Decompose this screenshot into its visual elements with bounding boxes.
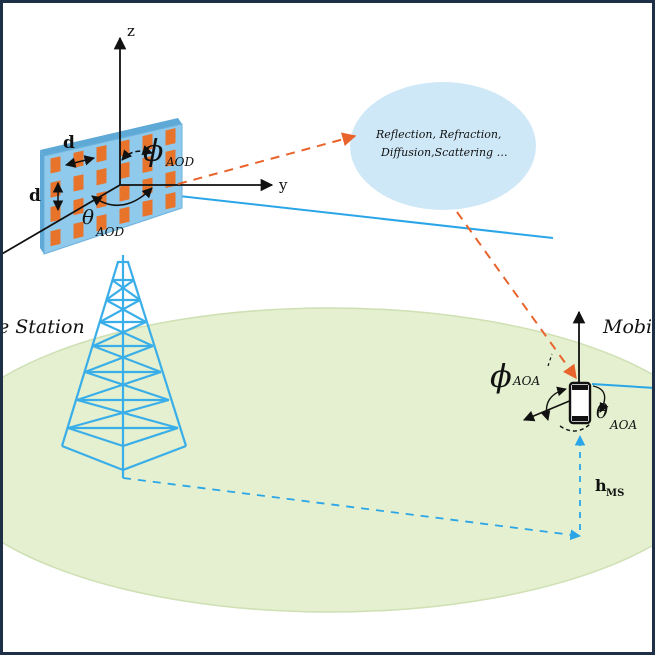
los-line-mobile — [591, 383, 655, 389]
antenna-element — [165, 192, 176, 210]
antenna-element — [96, 214, 107, 232]
theta-aod-subscript: AOD — [95, 225, 125, 239]
h-ms-label: h — [595, 476, 607, 495]
cloud-text-line1: Reflection, Refraction, — [375, 128, 501, 141]
phi-aoa-subscript: AOA — [512, 374, 541, 388]
antenna-element — [119, 206, 130, 225]
mobile-station-label: Mobi — [602, 316, 652, 338]
antenna-element — [73, 150, 84, 168]
theta-aod-label: θ — [82, 205, 94, 229]
antenna-element — [96, 145, 107, 163]
theta-aoa-label: θ — [596, 399, 608, 423]
los-line-upper — [169, 194, 554, 239]
signal-path-departure — [177, 132, 357, 185]
y-axis-label: y — [278, 176, 288, 194]
theta-aoa-subscript: AOA — [609, 418, 638, 432]
mobile-station — [522, 310, 609, 432]
antenna-element — [119, 161, 130, 180]
spacing-label-h: d — [63, 133, 75, 153]
antenna-element — [165, 149, 176, 167]
theta-aod-arc — [91, 187, 153, 207]
antenna-element — [50, 228, 61, 247]
antenna-element — [165, 128, 176, 146]
z-axis-label: z — [127, 22, 135, 40]
cloud-text-line2: Diffusion,Scattering … — [380, 146, 508, 159]
antenna-element — [73, 174, 84, 192]
antenna-element — [50, 180, 61, 198]
signal-path-arrival — [456, 211, 577, 380]
base-station-label: e Station — [0, 316, 85, 338]
antenna-element — [165, 170, 176, 189]
spacing-label-v: d — [29, 186, 41, 206]
ground-projection-path — [122, 477, 582, 541]
base-station-tower — [60, 255, 188, 478]
antenna-element — [50, 204, 61, 223]
spacing-arrow-h — [64, 155, 96, 168]
h-ms-subscript: MS — [606, 488, 624, 499]
antenna-element — [142, 199, 153, 217]
antenna-element — [50, 156, 61, 174]
scattering-cloud — [350, 82, 536, 210]
phi-aoa-label: ϕ — [490, 357, 512, 395]
ground-plane — [0, 307, 655, 613]
phi-aod-arc — [121, 145, 154, 161]
antenna-element — [96, 168, 107, 186]
phi-aod-label: ϕ — [143, 134, 163, 169]
phi-aod-subscript: AOD — [165, 155, 195, 169]
antenna-element — [73, 221, 84, 239]
antenna-element — [119, 184, 130, 202]
